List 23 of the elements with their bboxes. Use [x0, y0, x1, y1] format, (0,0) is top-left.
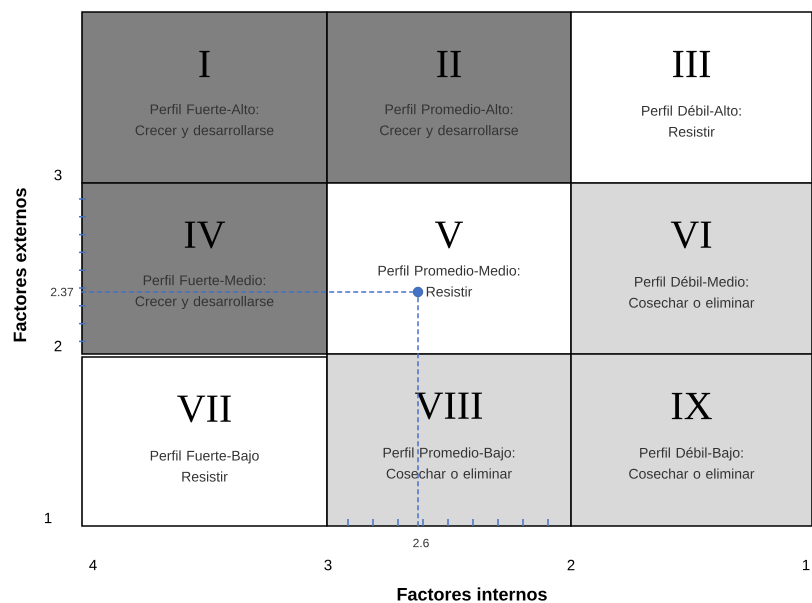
- matrix-cell: VIII Perfil Promedio-Bajo: Cosechar o eliminar: [326, 353, 572, 527]
- matrix-cell: VII Perfil Fuerte-Bajo Resistir: [81, 356, 328, 527]
- guide-line: [417, 297, 419, 527]
- tick-label: 3: [324, 560, 332, 570]
- matrix-cell: IX Perfil Débil-Bajo: Cosechar o eliminar: [570, 353, 812, 527]
- matrix-cell: II Perfil Promedio-Alto: Crecer y desarrollarse: [326, 11, 572, 184]
- guide-line: [81, 291, 413, 293]
- tick-label: 2: [54, 340, 62, 352]
- tick-label: 2: [568, 560, 574, 570]
- data-point: [412, 286, 424, 298]
- tick-label: 4: [89, 560, 97, 570]
- matrix-cell: I Perfil Fuerte-Alto: Crecer y desarrollarse: [81, 11, 328, 184]
- matrix-cell: V Perfil Promedio-Medio: Resistir: [326, 182, 572, 355]
- matrix-cell: III Perfil Débil-Alto: Resistir: [570, 11, 812, 184]
- axis-title: Factores externos: [14, 188, 26, 342]
- axis-title: Factores internos: [398, 587, 547, 601]
- matrix-cell: IV Perfil Fuerte-Medio: Crecer y desarrollarse: [81, 182, 328, 355]
- tick-label: 1: [802, 560, 810, 570]
- tick-label: 1: [44, 512, 52, 524]
- matrix-cell: VI Perfil Débil-Medio: Cosechar o eliminar: [570, 182, 812, 355]
- tick-label: 2.6: [413, 538, 429, 548]
- tick-label: 2.37: [50, 288, 74, 296]
- tick-label: 3: [54, 170, 62, 180]
